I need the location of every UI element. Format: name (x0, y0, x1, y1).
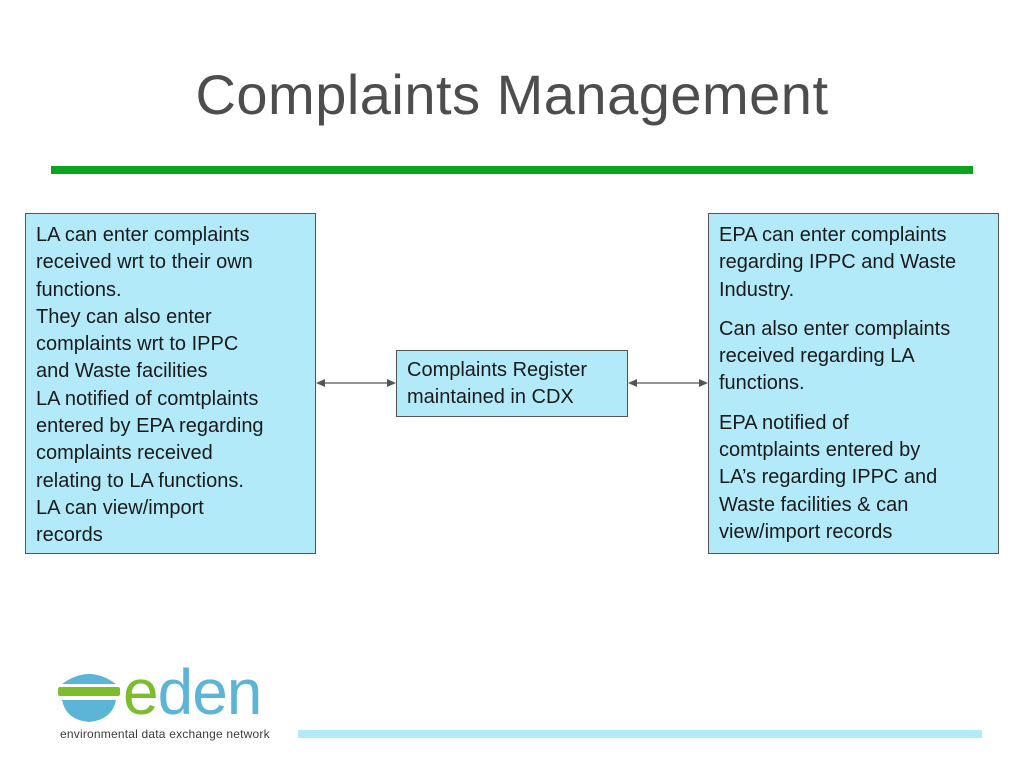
eden-wordmark: eden (123, 656, 263, 728)
la-box-line: LA notified of comtplaints (36, 387, 259, 410)
left-double-arrow-icon (316, 379, 396, 387)
la-box-line: complaints received (36, 442, 213, 465)
cdx-register-box: Complaints Register maintained in CDX (396, 350, 628, 417)
la-box: LA can enter complaints received wrt to … (25, 213, 316, 554)
epa-box-line: LA’s regarding IPPC and (719, 466, 938, 489)
footer-divider (298, 730, 982, 738)
epa-box-line: Waste facilities & can (719, 493, 909, 516)
la-box-line: They can also enter (36, 305, 212, 328)
eden-logo-icon (58, 674, 120, 722)
epa-box-line: comtplaints entered by (719, 439, 921, 462)
epa-box-line: EPA can enter complaints (719, 224, 947, 246)
la-box-line: relating to LA functions. (36, 469, 244, 492)
epa-box-line: EPA notified of (719, 411, 849, 434)
la-box-line: LA can enter complaints (36, 224, 250, 246)
epa-paragraph-1: EPA can enter complaints regarding IPPC … (719, 222, 988, 304)
cdx-box-line: maintained in CDX (407, 386, 574, 409)
la-box-line: records (36, 524, 103, 547)
title-divider (51, 166, 973, 174)
cdx-box-line: Complaints Register (407, 359, 588, 381)
slide-title: Complaints Management (195, 63, 829, 126)
epa-box-line: received regarding LA (719, 345, 915, 368)
epa-box: EPA can enter complaints regarding IPPC … (708, 213, 999, 554)
epa-paragraph-3: EPA notified of comtplaints entered by L… (719, 410, 988, 546)
la-box-line: complaints wrt to IPPC (36, 333, 239, 356)
epa-box-line: Industry. (719, 278, 795, 301)
epa-paragraph-2: Can also enter complaints received regar… (719, 316, 988, 398)
logo-tagline: environmental data exchange network (60, 727, 270, 741)
epa-box-line: Can also enter complaints (719, 317, 951, 340)
la-box-line: and Waste facilities (36, 360, 208, 383)
la-box-line: entered by EPA regarding (36, 415, 264, 438)
epa-box-line: regarding IPPC and Waste (719, 251, 957, 274)
eden-wordmark-e: e (123, 656, 159, 728)
la-box-line: LA can view/import (36, 496, 204, 519)
epa-box-line: view/import records (719, 520, 893, 543)
right-double-arrow-icon (628, 379, 708, 387)
epa-box-line: functions. (719, 372, 805, 395)
eden-wordmark-den: den (157, 656, 263, 728)
la-box-line: received wrt to their own (36, 251, 253, 274)
la-box-line: functions. (36, 278, 122, 301)
